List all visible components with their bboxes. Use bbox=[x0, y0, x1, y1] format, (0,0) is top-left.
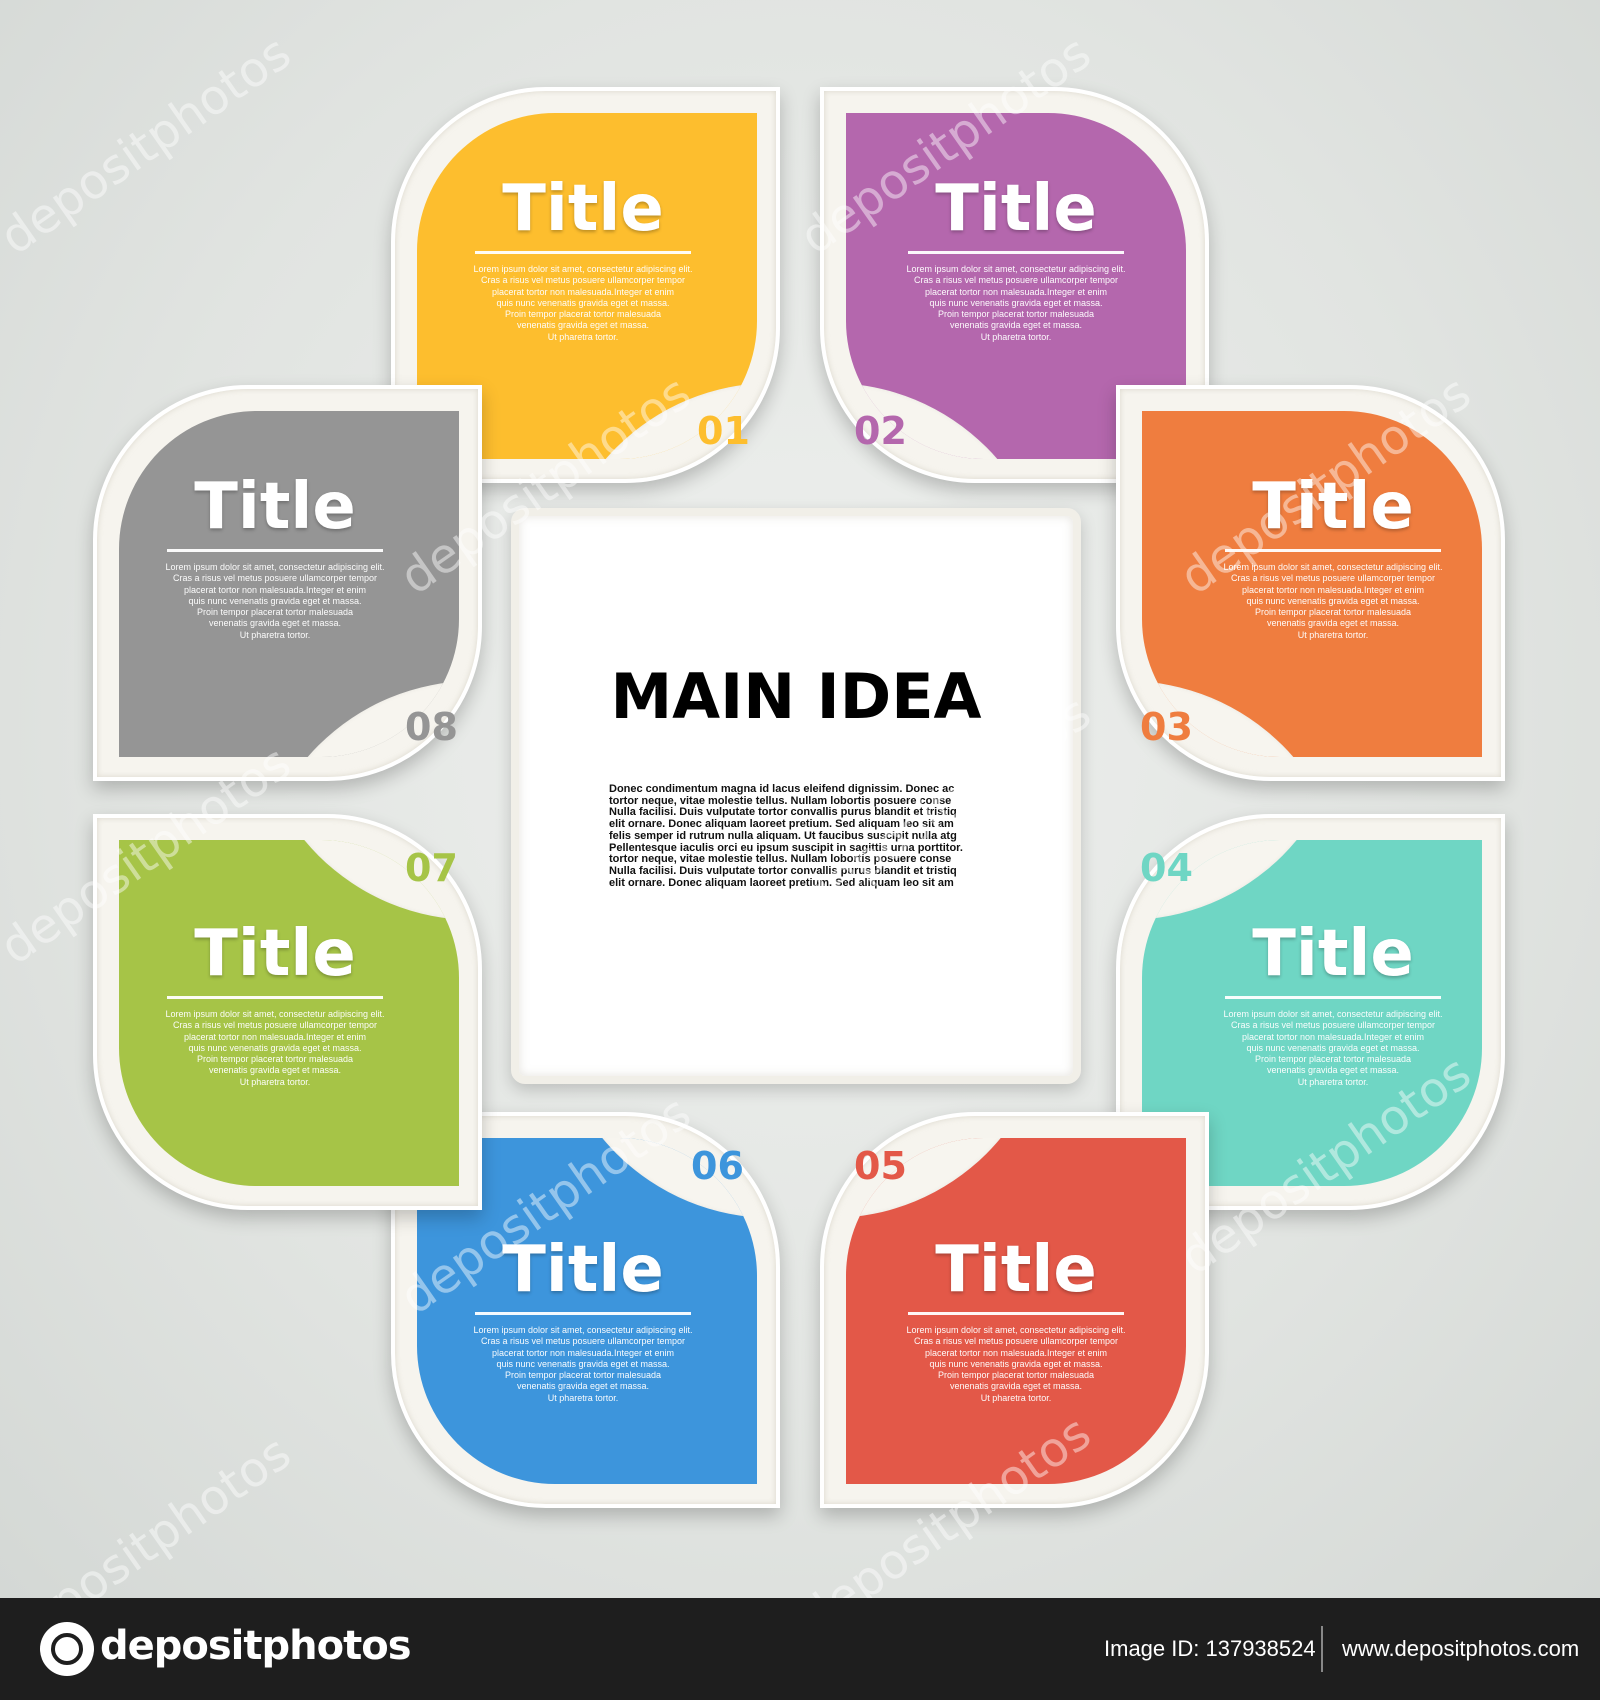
step-02-textbox: Title Lorem ipsum dolor sit amet, consec… bbox=[896, 173, 1136, 343]
step-02-body: Lorem ipsum dolor sit amet, consectetur … bbox=[906, 264, 1126, 342]
footer-bar: depositphotos Image ID: 137938524 www.de… bbox=[0, 1598, 1600, 1700]
step-05-title: Title bbox=[908, 1234, 1124, 1315]
step-08-color-fill bbox=[119, 411, 459, 757]
step-03-body: Lorem ipsum dolor sit amet, consectetur … bbox=[1223, 562, 1443, 640]
step-06-title: Title bbox=[475, 1234, 691, 1315]
main-idea-box: MAIN IDEA Donec condimentum magna id lac… bbox=[511, 508, 1081, 1084]
image-id-label: Image ID: 137938524 bbox=[1104, 1636, 1316, 1661]
step-08-card: Title Lorem ipsum dolor sit amet, consec… bbox=[93, 385, 482, 781]
step-04-body: Lorem ipsum dolor sit amet, consectetur … bbox=[1223, 1009, 1443, 1087]
step-01-title: Title bbox=[475, 173, 691, 254]
step-01-textbox: Title Lorem ipsum dolor sit amet, consec… bbox=[463, 173, 703, 343]
step-05-textbox: Title Lorem ipsum dolor sit amet, consec… bbox=[896, 1234, 1136, 1404]
step-04-number: 04 bbox=[1140, 846, 1193, 890]
step-02-number: 02 bbox=[854, 409, 907, 453]
step-05-card: Title Lorem ipsum dolor sit amet, consec… bbox=[820, 1112, 1209, 1508]
step-07-color-fill bbox=[119, 840, 459, 1186]
footer-divider bbox=[1321, 1626, 1323, 1672]
step-03-title: Title bbox=[1225, 471, 1441, 552]
step-01-body: Lorem ipsum dolor sit amet, consectetur … bbox=[473, 264, 693, 342]
step-02-title: Title bbox=[908, 173, 1124, 254]
step-07-textbox: Title Lorem ipsum dolor sit amet, consec… bbox=[155, 918, 395, 1088]
step-04-textbox: Title Lorem ipsum dolor sit amet, consec… bbox=[1213, 918, 1453, 1088]
step-07-title: Title bbox=[167, 918, 383, 999]
step-06-body: Lorem ipsum dolor sit amet, consectetur … bbox=[473, 1325, 693, 1403]
watermark: depositphotos bbox=[0, 24, 302, 266]
watermark: depositphotos bbox=[0, 1424, 302, 1598]
step-08-title: Title bbox=[167, 471, 383, 552]
step-08-number: 08 bbox=[405, 705, 458, 749]
camera-logo-icon bbox=[40, 1622, 94, 1676]
step-07-number: 07 bbox=[405, 846, 458, 890]
step-01-number: 01 bbox=[697, 409, 750, 453]
step-06-number: 06 bbox=[691, 1144, 744, 1188]
step-03-color-fill bbox=[1142, 411, 1482, 757]
step-07-card: Title Lorem ipsum dolor sit amet, consec… bbox=[93, 814, 482, 1210]
step-08-textbox: Title Lorem ipsum dolor sit amet, consec… bbox=[155, 471, 395, 641]
step-06-textbox: Title Lorem ipsum dolor sit amet, consec… bbox=[463, 1234, 703, 1404]
step-05-color-fill bbox=[846, 1138, 1186, 1484]
step-05-body: Lorem ipsum dolor sit amet, consectetur … bbox=[906, 1325, 1126, 1403]
site-url-link[interactable]: www.depositphotos.com bbox=[1342, 1636, 1580, 1661]
step-05-number: 05 bbox=[854, 1144, 907, 1188]
main-idea-title: MAIN IDEA bbox=[610, 660, 982, 733]
step-03-number: 03 bbox=[1140, 705, 1193, 749]
main-idea-body: Donec condimentum magna id lacus eleifen… bbox=[609, 783, 963, 889]
step-03-textbox: Title Lorem ipsum dolor sit amet, consec… bbox=[1213, 471, 1453, 641]
step-08-body: Lorem ipsum dolor sit amet, consectetur … bbox=[165, 562, 385, 640]
step-04-title: Title bbox=[1225, 918, 1441, 999]
footer-logo-text: depositphotos bbox=[100, 1623, 412, 1669]
step-03-card: Title Lorem ipsum dolor sit amet, consec… bbox=[1116, 385, 1505, 781]
diagram-canvas: Title Lorem ipsum dolor sit amet, consec… bbox=[0, 0, 1600, 1598]
step-07-body: Lorem ipsum dolor sit amet, consectetur … bbox=[165, 1009, 385, 1087]
